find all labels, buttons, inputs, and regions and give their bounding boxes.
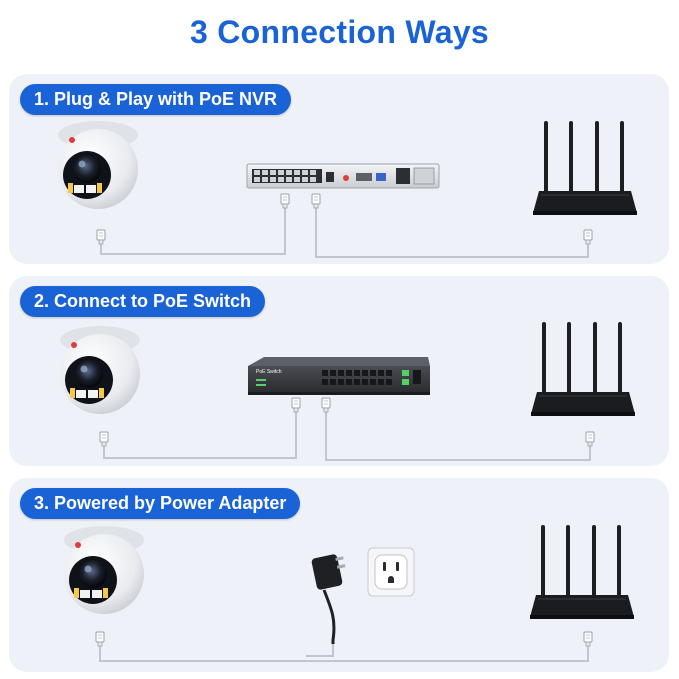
switch-label: PoE Switch bbox=[256, 369, 282, 375]
router-icon bbox=[529, 524, 635, 620]
wall-outlet-icon bbox=[367, 547, 415, 597]
network-cable bbox=[103, 412, 591, 461]
rj45-plug-icon bbox=[99, 397, 595, 447]
router-icon bbox=[530, 321, 636, 417]
camera-icon bbox=[58, 121, 138, 209]
rj45-plug-icon bbox=[95, 631, 593, 647]
camera-icon bbox=[60, 326, 140, 414]
rj45-plug-icon bbox=[96, 193, 593, 245]
section-label: 3. Powered by Power Adapter bbox=[20, 488, 301, 519]
page-title: 3 Connection Ways bbox=[189, 14, 490, 50]
network-cable bbox=[99, 644, 589, 662]
network-cable bbox=[100, 208, 589, 258]
router-icon bbox=[532, 120, 638, 216]
section-label: 2. Connect to PoE Switch bbox=[20, 286, 266, 317]
section-label: 1. Plug & Play with PoE NVR bbox=[20, 84, 292, 115]
nvr-icon bbox=[246, 163, 440, 189]
camera-icon bbox=[64, 526, 144, 614]
poe-switch-icon: PoE Switch bbox=[248, 357, 430, 395]
power-adapter-icon bbox=[311, 554, 346, 644]
